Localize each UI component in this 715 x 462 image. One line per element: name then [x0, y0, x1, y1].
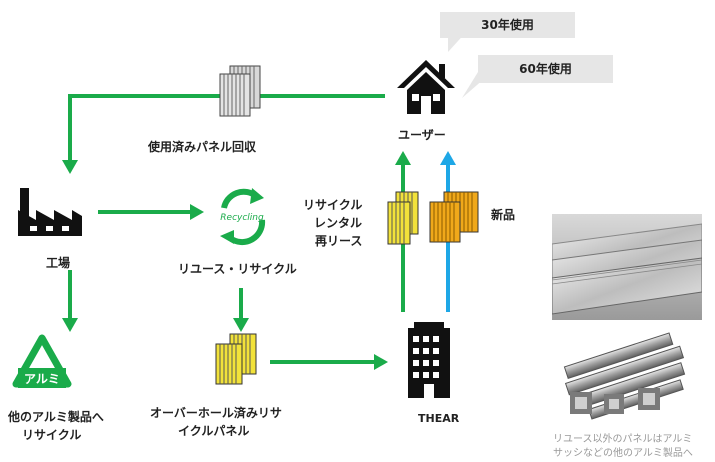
- recycling-icon: Recycling: [220, 188, 266, 246]
- recycle-option-label: リサイクル: [303, 198, 363, 212]
- alumi-recycle-label-2: リサイクル: [22, 428, 82, 442]
- factory-icon: [18, 188, 82, 236]
- reuse-panels-icon: [387, 191, 419, 245]
- overhaul-panels-icon: [215, 333, 257, 385]
- overhaul-label-2: イクルパネル: [178, 424, 250, 438]
- used-panels-icon: [219, 65, 261, 117]
- building-icon: [408, 322, 450, 398]
- aluminum-sheets-image: [552, 214, 702, 320]
- new-product-label: 新品: [491, 208, 516, 222]
- user-label: ユーザー: [398, 128, 446, 142]
- reuse-recycle-label: リユース・リサイクル: [178, 262, 297, 276]
- callout-tail-60: [462, 72, 492, 98]
- arrowhead-factory: [62, 160, 78, 174]
- thear-label: THEAR: [418, 412, 460, 425]
- rental-option-label: レンタル: [314, 216, 363, 230]
- collect-label: 使用済みパネル回収: [148, 140, 257, 154]
- caption-line-1: リユース以外のパネルはアルミ: [553, 434, 693, 445]
- alumi-recycle-icon: アルミ: [12, 334, 72, 388]
- overhaul-label-1: オーバーホール済みリサ: [150, 406, 282, 420]
- arrow-user-to-factory: [68, 94, 385, 160]
- recycling-text: Recycling: [220, 213, 264, 223]
- alumi-recycle-label-1: 他のアルミ製品へ: [8, 410, 104, 424]
- alumi-text: アルミ: [24, 372, 60, 386]
- new-panels-icon: [429, 191, 479, 243]
- factory-label: 工場: [46, 256, 71, 270]
- callout-tail-30: [448, 30, 468, 52]
- house-icon: [397, 60, 455, 114]
- aluminum-profiles-image: [563, 332, 686, 420]
- callout-60-years: 60年使用: [478, 55, 613, 83]
- caption-line-2: サッシなどの他のアルミ製品へ: [553, 448, 693, 459]
- release-option-label: 再リース: [315, 234, 363, 248]
